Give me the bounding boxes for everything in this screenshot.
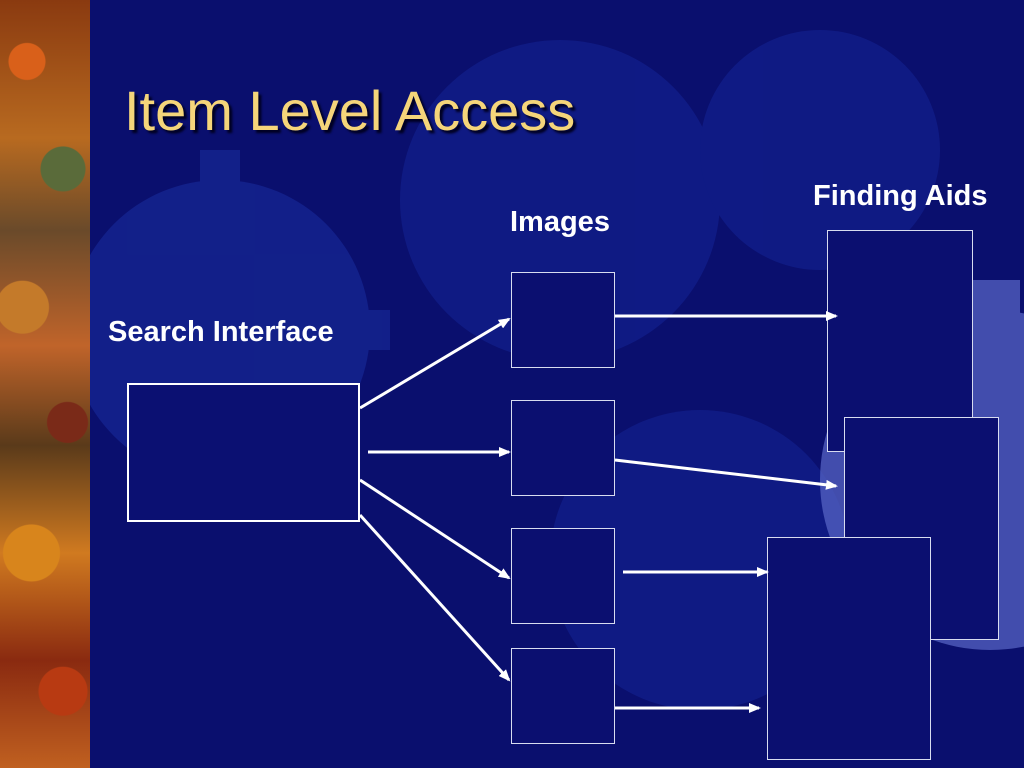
arrow-search-to-image-3 [359,478,511,580]
search-interface-box [127,383,360,522]
image-box [511,400,615,496]
decorative-gear-strip [0,0,90,768]
arrow-image-to-finding-aid-2 [614,458,838,490]
image-box [511,648,615,744]
finding-aid-document [767,537,931,760]
search-interface-label: Search Interface [108,316,334,348]
arrow-search-to-image-1 [359,317,511,410]
image-box [511,528,615,624]
finding-aids-label: Finding Aids [813,180,988,212]
gear-icon [400,30,940,710]
arrow-search-to-image-4 [358,513,511,682]
slide-title: Item Level Access [124,79,576,142]
images-label: Images [510,206,610,238]
image-box [511,272,615,368]
finding-aid-document [827,230,973,452]
